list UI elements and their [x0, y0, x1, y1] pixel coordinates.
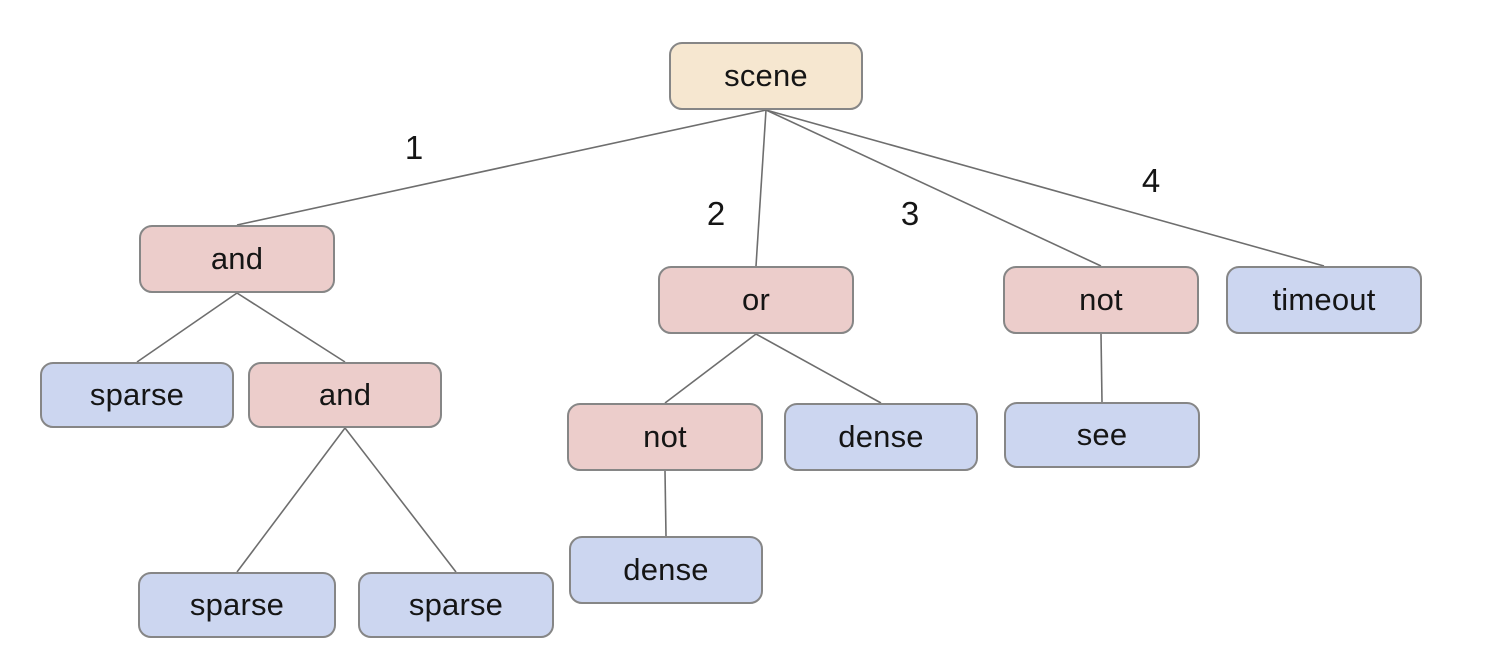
node-dense-1[interactable]: dense: [784, 403, 978, 471]
node-label: or: [742, 282, 770, 317]
node-label: not: [1079, 282, 1123, 317]
node-label: and: [318, 377, 372, 412]
node-label: see: [1076, 417, 1128, 452]
edge-label-4: 4: [1141, 162, 1161, 199]
node-and-2[interactable]: and: [248, 362, 442, 428]
node-sparse-1[interactable]: sparse: [40, 362, 234, 428]
edge-label-3: 3: [900, 195, 920, 232]
node-not-2[interactable]: not: [567, 403, 763, 471]
node-see[interactable]: see: [1004, 402, 1200, 468]
node-label: sparse: [189, 587, 285, 622]
node-label: sparse: [408, 587, 504, 622]
node-or[interactable]: or: [658, 266, 854, 334]
edge-label-1: 1: [404, 129, 424, 166]
node-label: sparse: [89, 377, 185, 412]
node-not-1[interactable]: not: [1003, 266, 1199, 334]
edge-label-2: 2: [706, 195, 726, 232]
node-scene[interactable]: scene: [669, 42, 863, 110]
node-sparse-3[interactable]: sparse: [358, 572, 554, 638]
node-label: scene: [724, 58, 808, 93]
node-sparse-2[interactable]: sparse: [138, 572, 336, 638]
node-label: not: [643, 419, 687, 454]
node-label: timeout: [1272, 282, 1376, 317]
node-dense-2[interactable]: dense: [569, 536, 763, 604]
node-timeout[interactable]: timeout: [1226, 266, 1422, 334]
node-label: dense: [838, 419, 924, 454]
node-label: and: [210, 241, 264, 276]
node-label: dense: [623, 552, 709, 587]
node-and-1[interactable]: and: [139, 225, 335, 293]
